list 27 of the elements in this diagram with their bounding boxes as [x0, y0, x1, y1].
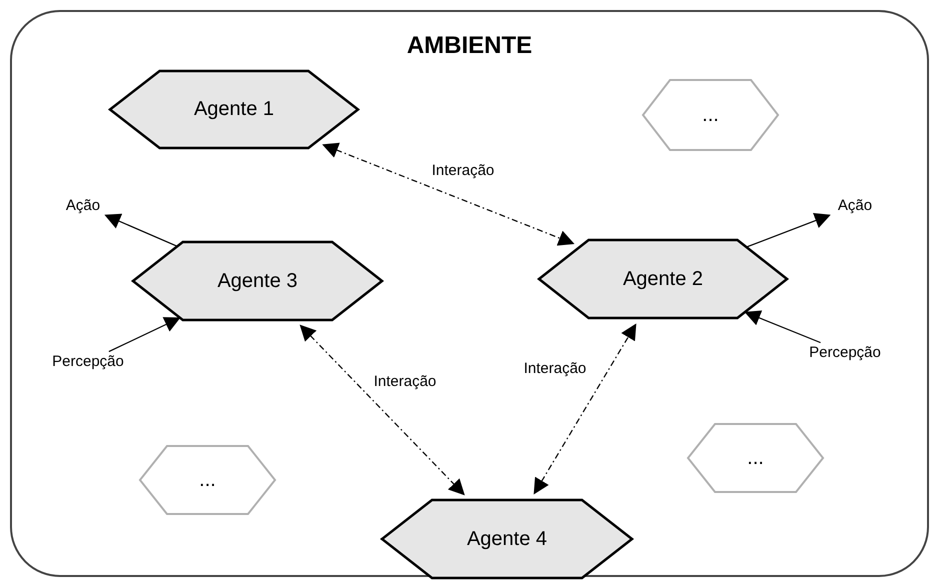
agent-hexagon — [110, 71, 358, 148]
flow-label: Ação — [838, 197, 872, 214]
arrow — [322, 142, 575, 246]
flow-label: Percepção — [52, 353, 124, 370]
agent-name: Agente 2 — [622, 268, 704, 290]
agent-hexagon — [133, 242, 382, 320]
ellipsis-text: ... — [702, 104, 719, 126]
agent-name: Agente 3 — [217, 270, 298, 292]
arrow — [300, 324, 465, 496]
arrow — [747, 213, 831, 248]
placeholder-hexagon — [140, 446, 275, 514]
environment-frame — [10, 10, 929, 577]
flow-label: Percepção — [809, 344, 881, 361]
arrow — [108, 317, 181, 352]
agent-name: Agente 1 — [194, 98, 274, 121]
arrow — [534, 324, 636, 494]
flow-label: Ação — [66, 197, 100, 214]
ellipsis-text: ... — [747, 446, 764, 470]
placeholder-hexagon — [643, 80, 778, 150]
arrow — [744, 310, 821, 344]
agent-hexagon — [539, 240, 787, 318]
agent-hexagon — [382, 500, 632, 578]
agent-name: Agente 4 — [466, 528, 548, 550]
ellipsis-text: ... — [199, 468, 216, 492]
arrow — [104, 214, 177, 246]
environment-title: AMBIENTE — [406, 32, 532, 60]
placeholder-hexagon — [688, 424, 823, 492]
